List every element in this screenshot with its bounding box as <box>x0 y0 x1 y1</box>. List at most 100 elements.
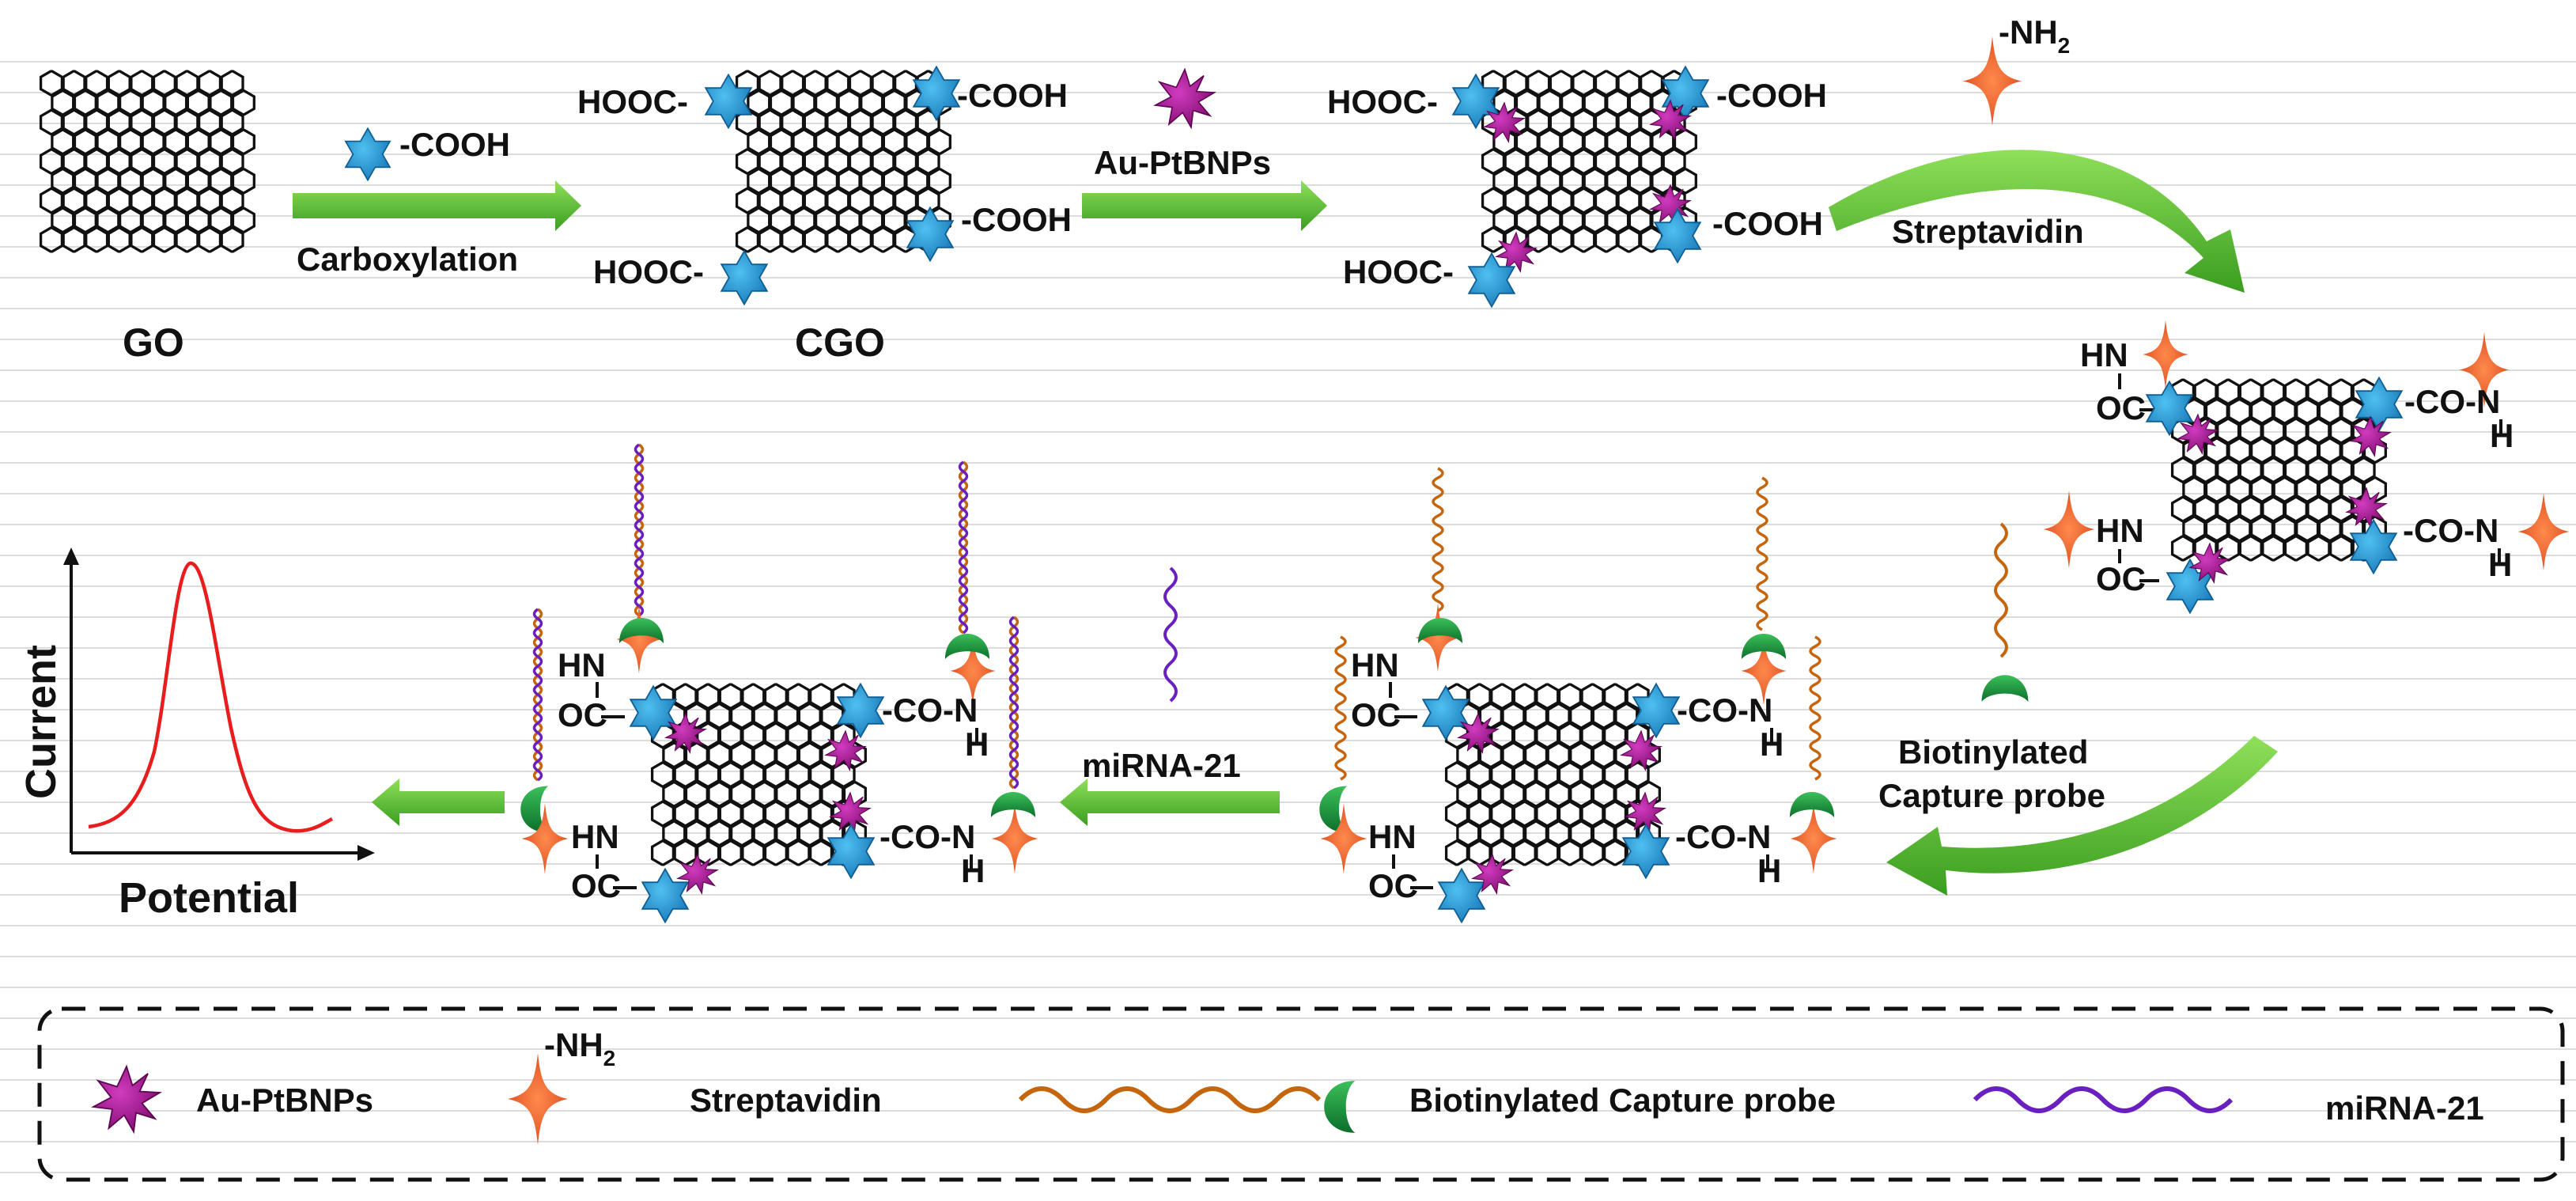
arrow-capture-probe <box>1886 736 2278 896</box>
biotin-cap-icon <box>1789 791 1835 818</box>
blue-star-icon <box>1422 685 1470 741</box>
hex-cell <box>735 226 760 253</box>
label-hn-4: HN <box>1368 818 1417 855</box>
legend-mirna-label: miRNA-21 <box>2325 1089 2484 1127</box>
arrow-au-pt <box>1082 180 1327 231</box>
hex-cell <box>741 839 766 866</box>
label-capture-probe: Capture probe <box>1878 777 2105 814</box>
label-h-4: H <box>1757 852 1781 889</box>
legend-biotin-cap-icon <box>1324 1081 1356 1133</box>
label-h-3: H <box>1760 726 1784 763</box>
hex-cell <box>803 226 827 253</box>
hex-cell <box>1572 226 1596 253</box>
au-pt-reagent-icon <box>1154 68 1216 128</box>
streptavidin-icon <box>2517 492 2570 571</box>
label-oc-2: OC <box>2096 560 2146 597</box>
hex-cell <box>2328 535 2354 562</box>
hex-cell <box>152 226 176 253</box>
blue-star-icon <box>1452 74 1500 129</box>
hex-cell <box>1549 226 1573 253</box>
hex-cell <box>175 226 199 253</box>
label-cgo: CGO <box>795 320 885 365</box>
label-h-2: H <box>2488 546 2512 583</box>
hex-cell <box>2238 535 2263 562</box>
label-h-1: H <box>2490 417 2514 454</box>
hex-cell <box>1602 839 1628 866</box>
streptavidin-icon <box>2143 320 2188 389</box>
arrow-carboxylation <box>293 180 581 231</box>
hex-cell <box>1557 839 1582 866</box>
strand <box>1008 616 1019 790</box>
cooh-star-icon <box>345 127 391 181</box>
capture-probes-group <box>1334 467 1821 781</box>
hex-cell <box>650 839 675 866</box>
label-co-n-1: -CO-N <box>2404 383 2500 420</box>
hex-cell <box>197 226 222 253</box>
label-cooh-2: -COOH <box>961 201 1072 238</box>
arrow-mirna <box>1060 779 1280 826</box>
label-oc-5: OC <box>558 696 607 733</box>
au-pt-particle-icon <box>1496 232 1537 272</box>
hex-cell <box>1580 839 1605 866</box>
hex-cell <box>718 839 743 866</box>
label-hn-5: HN <box>558 646 606 684</box>
streptavidin-icon <box>2043 490 2095 569</box>
label-hooc-3: HOOC- <box>1327 83 1438 120</box>
strand <box>1809 635 1821 781</box>
hex-cell <box>107 226 131 253</box>
label-go: GO <box>123 320 184 365</box>
blue-star-icon <box>630 685 677 741</box>
label-co-n-6: -CO-N <box>879 818 975 855</box>
hex-cell <box>871 226 895 253</box>
label-carboxylation: Carboxylation <box>297 241 518 278</box>
legend: Au-PtBNPs -NH2 Streptavidin Biotinylated… <box>37 1006 2565 1182</box>
hex-cell <box>220 226 244 253</box>
label-co-n-2: -CO-N <box>2403 512 2498 549</box>
hex-cell <box>1535 839 1560 866</box>
label-cooh-1: -COOH <box>957 77 1068 114</box>
hex-cell <box>848 226 872 253</box>
label-co-n-5: -CO-N <box>882 691 978 729</box>
hex-cell <box>85 226 109 253</box>
strand <box>958 460 969 635</box>
strand <box>1334 635 1347 781</box>
hex-cell <box>39 226 64 253</box>
hex-cell <box>1481 226 1506 253</box>
blue-star-icon <box>837 683 884 738</box>
legend-mirna-icon <box>1973 1086 2234 1113</box>
hex-cell <box>2283 535 2308 562</box>
hex-cell <box>758 226 782 253</box>
hex-cell <box>786 839 811 866</box>
legend-streptavidin-icon <box>508 1053 568 1145</box>
label-hn-6: HN <box>571 818 619 855</box>
label-oc-3: OC <box>1351 696 1401 733</box>
blue-star-icon <box>705 74 752 129</box>
hex-cell <box>1467 839 1492 866</box>
hex-cell <box>808 839 834 866</box>
hex-cell <box>673 839 698 866</box>
biotin-cap-icon <box>990 791 1036 818</box>
label-oc-4: OC <box>1368 867 1418 904</box>
label-hooc-4: HOOC- <box>1343 253 1454 290</box>
hybridised-probes-group <box>532 443 1019 790</box>
arrow-detection <box>372 779 505 826</box>
strand <box>634 443 645 617</box>
hex-cell <box>1444 839 1470 866</box>
label-au-pt-reagent: Au-PtBNPs <box>1094 144 1271 181</box>
label-cooh-reagent: -COOH <box>399 126 510 163</box>
label-cooh-3: -COOH <box>1716 77 1827 114</box>
label-oc-1: OC <box>2096 389 2146 426</box>
label-hooc-1: HOOC- <box>577 83 688 120</box>
blue-star-icon <box>2355 377 2403 432</box>
label-hn-1: HN <box>2080 336 2128 373</box>
strand <box>1756 476 1768 631</box>
legend-capture-probe-label: Biotinylated Capture probe <box>1409 1082 1836 1119</box>
strand <box>1432 467 1444 612</box>
arrow-streptavidin <box>1829 150 2245 293</box>
voltammogram: Current Potential <box>17 547 375 922</box>
hex-cell <box>781 226 805 253</box>
hex-cell <box>62 226 86 253</box>
label-h-6: H <box>961 852 985 889</box>
label-co-n-3: -CO-N <box>1677 691 1772 729</box>
